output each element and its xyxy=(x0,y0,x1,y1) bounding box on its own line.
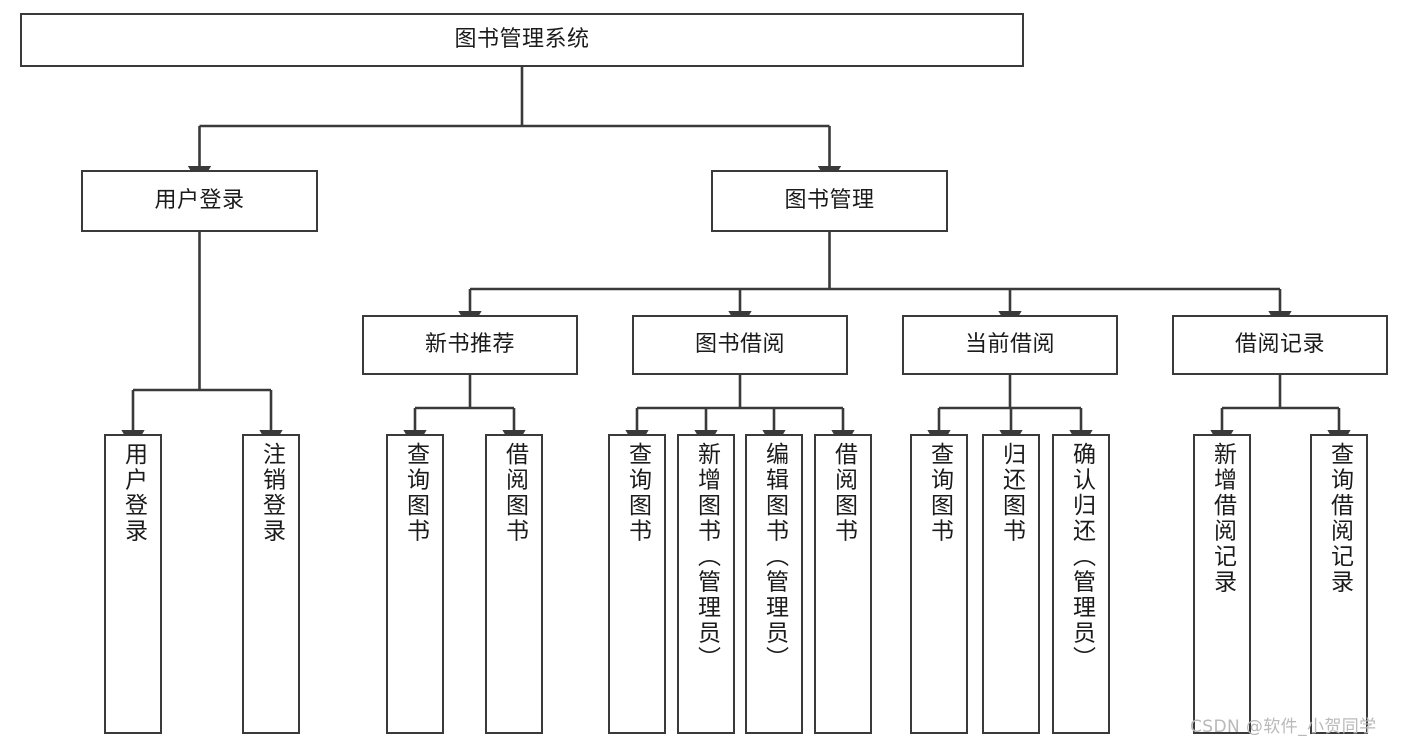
node-book-borrow[interactable]: 图书借阅 xyxy=(632,315,848,375)
node-label: 确认归还（管理员） xyxy=(1068,442,1095,672)
node-leaf-query-borrow-record[interactable]: 查询借阅记录 xyxy=(1310,434,1368,734)
node-leaf-confirm-return-admin[interactable]: 确认归还（管理员） xyxy=(1052,434,1110,734)
node-leaf-user-login[interactable]: 用户登录 xyxy=(104,434,162,734)
node-label: 新书推荐 xyxy=(424,332,515,358)
node-label: 编辑图书（管理员） xyxy=(761,442,788,672)
node-label: 借阅图书 xyxy=(830,442,857,544)
node-label: 查询借阅记录 xyxy=(1326,442,1353,595)
node-leaf-query-book-rec[interactable]: 查询图书 xyxy=(386,434,444,734)
node-user-login[interactable]: 用户登录 xyxy=(81,170,318,232)
node-label: 图书借阅 xyxy=(694,332,785,358)
node-leaf-borrow-book[interactable]: 借阅图书 xyxy=(814,434,872,734)
node-label: 查询图书 xyxy=(402,442,429,544)
node-borrow-record[interactable]: 借阅记录 xyxy=(1172,315,1388,375)
node-label: 用户登录 xyxy=(154,188,245,214)
node-leaf-return-book[interactable]: 归还图书 xyxy=(982,434,1040,734)
node-label: 图书管理系统 xyxy=(454,27,590,53)
node-leaf-edit-book-admin[interactable]: 编辑图书（管理员） xyxy=(745,434,803,734)
node-label: 图书管理 xyxy=(784,188,875,214)
node-label: 查询图书 xyxy=(926,442,953,544)
node-leaf-add-book-admin[interactable]: 新增图书（管理员） xyxy=(677,434,735,734)
node-label: 新增借阅记录 xyxy=(1209,442,1236,595)
node-label: 查询图书 xyxy=(624,442,651,544)
node-leaf-borrow-book-rec[interactable]: 借阅图书 xyxy=(485,434,543,734)
node-label: 借阅记录 xyxy=(1234,332,1325,358)
node-leaf-user-logout[interactable]: 注销登录 xyxy=(242,434,300,734)
node-label: 借阅图书 xyxy=(501,442,528,544)
node-label: 归还图书 xyxy=(998,442,1025,544)
node-label: 用户登录 xyxy=(120,442,147,544)
node-book-manage[interactable]: 图书管理 xyxy=(711,170,948,232)
node-leaf-query-book-current[interactable]: 查询图书 xyxy=(910,434,968,734)
node-current-borrow[interactable]: 当前借阅 xyxy=(902,315,1118,375)
node-leaf-query-book-borrow[interactable]: 查询图书 xyxy=(608,434,666,734)
node-label: 当前借阅 xyxy=(964,332,1055,358)
node-root[interactable]: 图书管理系统 xyxy=(20,13,1024,67)
node-label: 新增图书（管理员） xyxy=(693,442,720,672)
node-leaf-add-borrow-record[interactable]: 新增借阅记录 xyxy=(1193,434,1251,734)
node-new-book-rec[interactable]: 新书推荐 xyxy=(362,315,578,375)
node-label: 注销登录 xyxy=(258,442,285,544)
